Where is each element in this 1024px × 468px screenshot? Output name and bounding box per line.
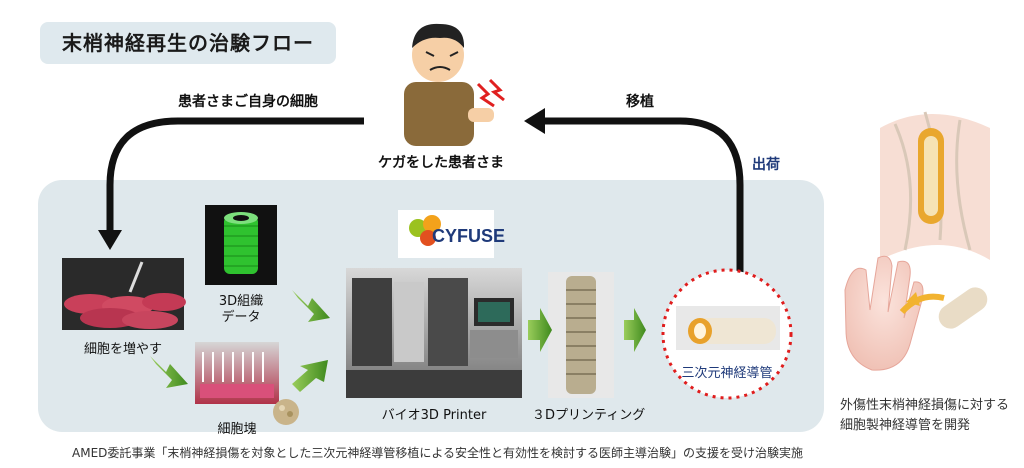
title-box bbox=[40, 22, 336, 64]
page-title: 末梢神経再生の治験フロー bbox=[62, 31, 314, 55]
side-note-line2: 細胞製神経導管を開発 bbox=[840, 418, 971, 433]
grow-cells-label: 細胞を増やす bbox=[83, 342, 162, 357]
injured-patient-illustration bbox=[404, 23, 505, 146]
tissue-model-image bbox=[205, 205, 277, 285]
side-note-line1: 外傷性末梢神経損傷に対する bbox=[840, 398, 1010, 413]
petri-dishes-photo bbox=[62, 258, 186, 330]
patient-label: ケガをした患者さま bbox=[378, 155, 504, 171]
own-cells-label: 患者さまご自身の細胞 bbox=[178, 94, 318, 110]
hand-nerve-illustration bbox=[844, 111, 990, 371]
green-arrow-1 bbox=[292, 290, 330, 322]
spheroid-label: 細胞塊 bbox=[217, 422, 257, 437]
printer-label: バイオ3D Printer bbox=[381, 408, 487, 423]
printing-label: ３Dプリンティング bbox=[532, 408, 646, 423]
loop-arrow-left bbox=[98, 117, 364, 250]
transplant-label: 移植 bbox=[626, 94, 654, 110]
green-arrow-3 bbox=[292, 360, 328, 392]
footer-note: AMED委託事業「末梢神経損傷を対象とした三次元神経導管移植による安全性と有効性… bbox=[72, 446, 804, 460]
printed-conduit-photo bbox=[548, 272, 614, 398]
cyfuse-logo-text: CYFUSE bbox=[432, 226, 506, 246]
bio-printer-photo bbox=[346, 268, 522, 398]
conduit-label: 三次元神経導管 bbox=[681, 366, 773, 381]
green-arrow-5 bbox=[624, 308, 646, 352]
spheroid-sphere-image bbox=[273, 399, 299, 425]
tissue-data-label-line1: 3D組織 bbox=[218, 294, 264, 309]
cyfuse-logo bbox=[398, 210, 494, 258]
tissue-data-label-line2: データ bbox=[221, 310, 261, 325]
green-arrow-4 bbox=[528, 308, 552, 352]
nerve-conduit-photo bbox=[661, 268, 793, 400]
loop-arrow-right bbox=[524, 108, 744, 292]
ship-label: 出荷 bbox=[752, 157, 780, 173]
spheroid-plate-photo bbox=[195, 342, 279, 404]
green-arrow-2 bbox=[150, 356, 188, 388]
